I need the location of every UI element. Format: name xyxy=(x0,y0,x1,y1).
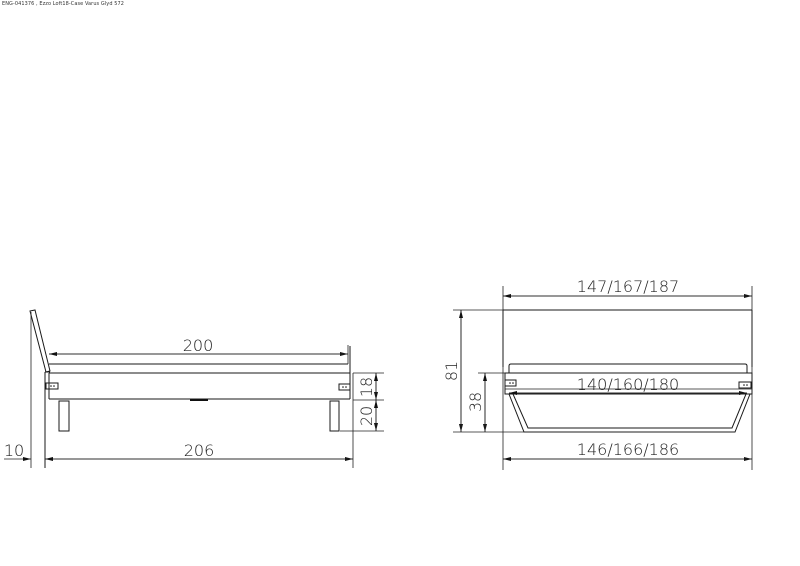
dim-headboard-width: 147/167/187 xyxy=(577,277,679,296)
dim-headboard-offset: 10 xyxy=(4,441,24,460)
bracket-right xyxy=(338,383,351,391)
side-view: 200 206 10 18 20 xyxy=(4,309,384,468)
dim-frame-width: 146/166/186 xyxy=(577,440,679,459)
storage-tray xyxy=(508,393,751,433)
dim-mattress-width: 140/160/180 xyxy=(577,375,679,394)
leg-left xyxy=(58,400,70,432)
bracket-end-left xyxy=(504,379,517,387)
leg-right xyxy=(329,400,340,432)
dim-leg-height: 20 xyxy=(357,406,376,426)
mattress-end xyxy=(508,363,748,373)
bracket-end-right xyxy=(738,381,752,389)
dim-mattress-length: 200 xyxy=(183,336,214,355)
headboard-side xyxy=(29,309,51,373)
dim-total-height: 81 xyxy=(442,361,461,381)
dim-frame-height: 18 xyxy=(357,377,376,397)
end-view: 147/167/187 140/160/180 146/166/186 81 3… xyxy=(442,277,753,470)
drawing-title: ENG-041376 , Ezzo Loft18-Case Varus Glyd… xyxy=(2,1,124,7)
bracket-left xyxy=(45,382,59,390)
dim-frame-top-height: 38 xyxy=(466,392,485,412)
dim-total-length: 206 xyxy=(184,441,215,460)
